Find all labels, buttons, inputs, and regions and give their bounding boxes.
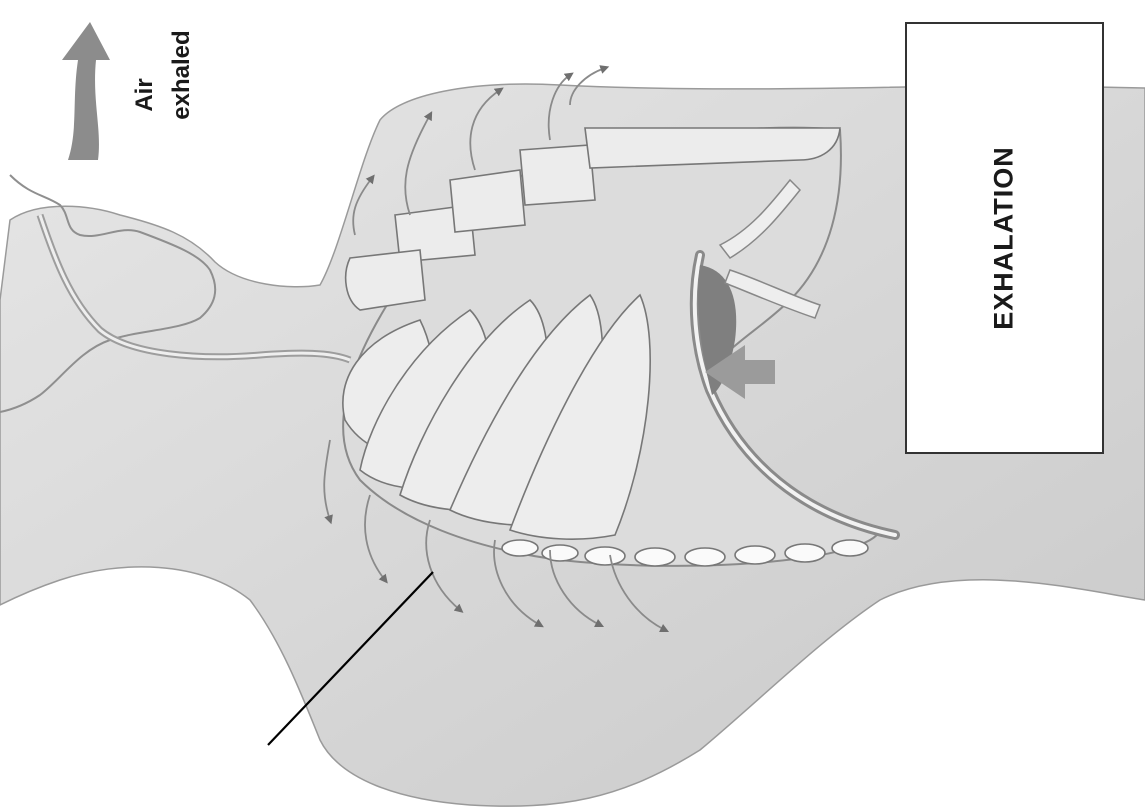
exhalation-label: EXHALATION	[989, 146, 1020, 330]
air-label-line1: Air	[131, 78, 159, 111]
air-exhaled-arrow	[62, 22, 110, 160]
air-label-line2: exhaled	[168, 30, 196, 119]
